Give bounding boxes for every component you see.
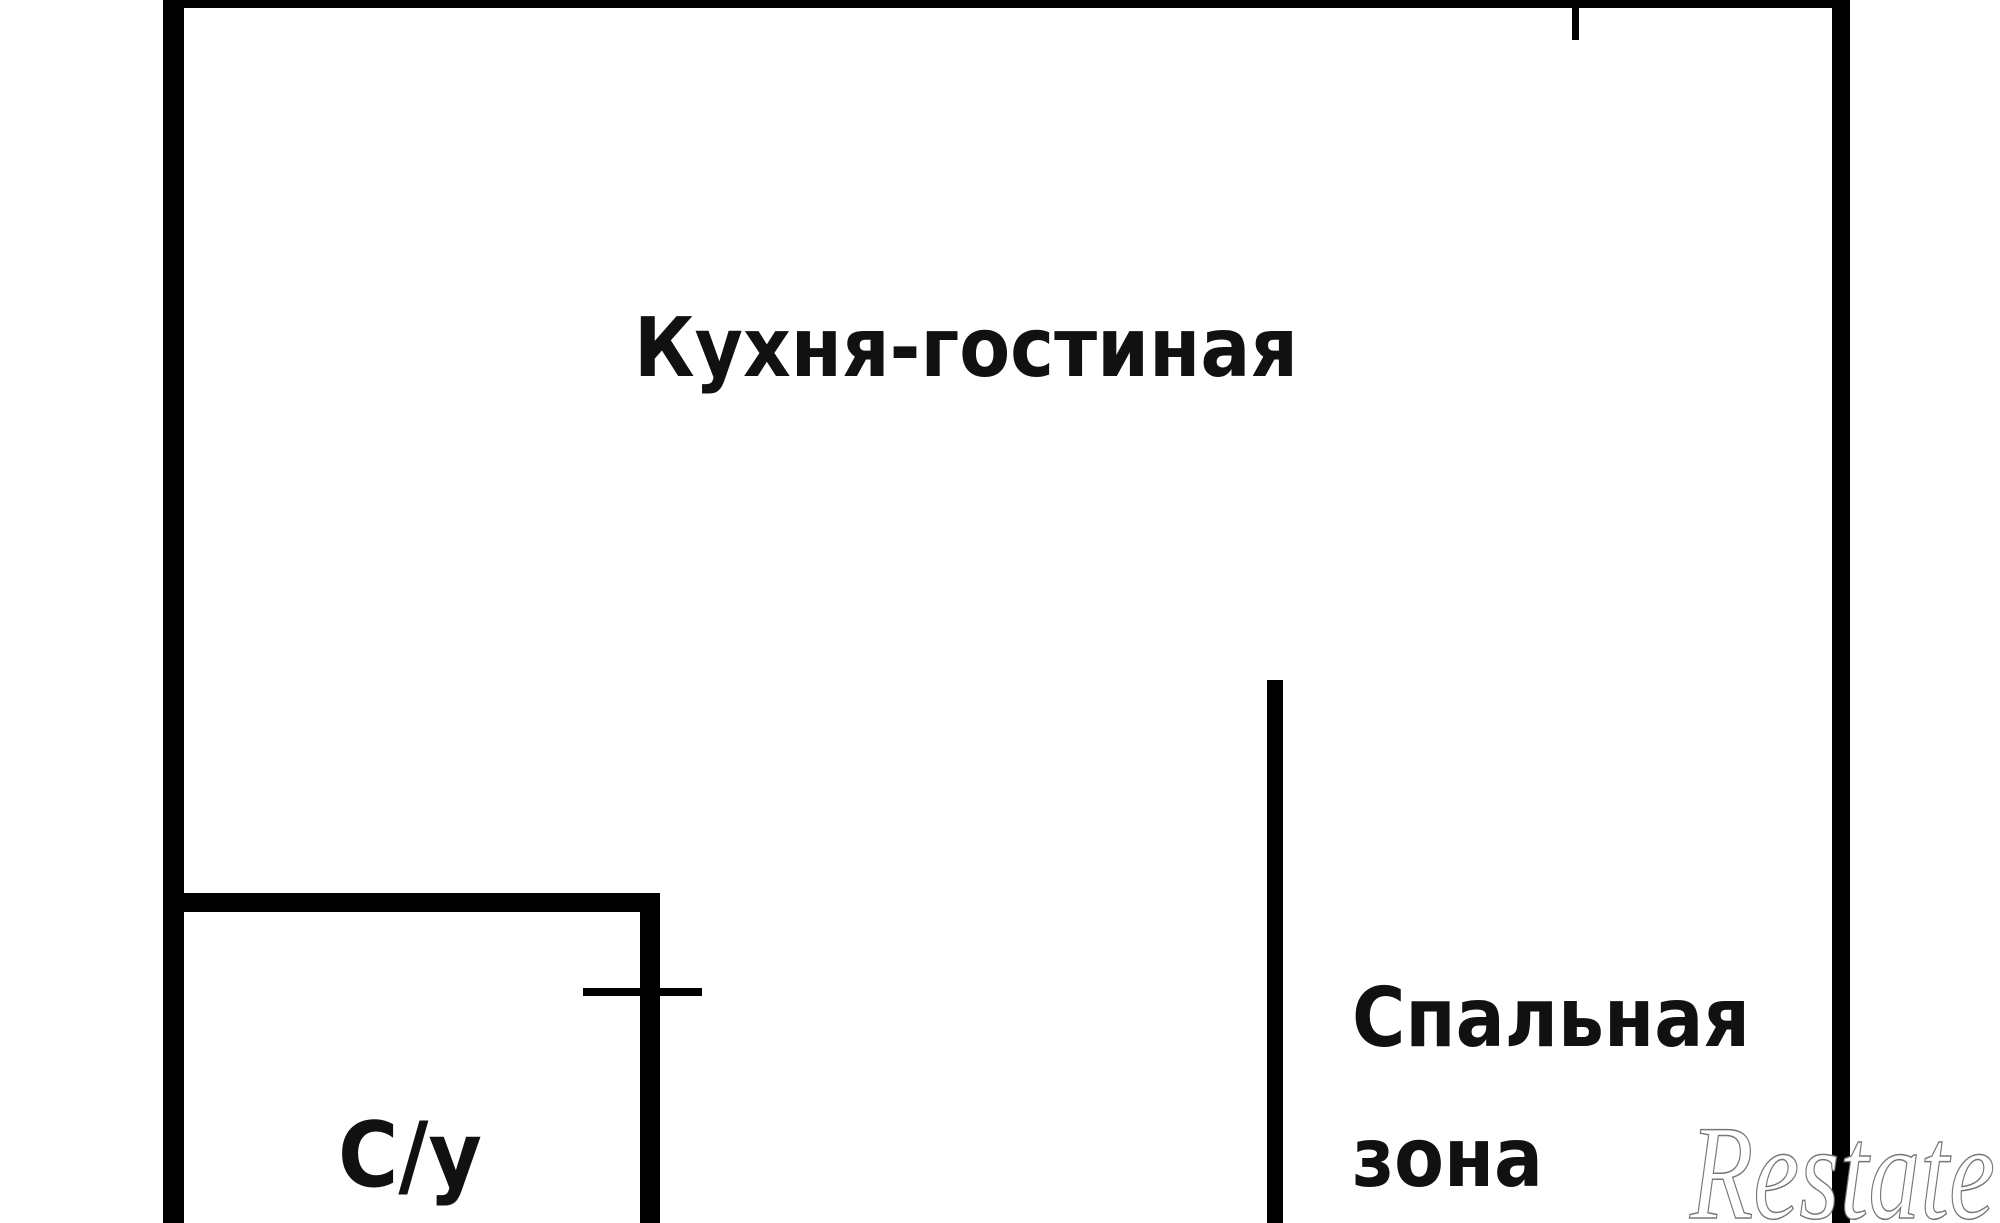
bathroom-top-wall <box>163 893 660 912</box>
top-wall <box>163 0 1850 8</box>
watermark-logo: Restate <box>1689 1099 1995 1223</box>
room-label-bedroom-line2: зона <box>1352 1111 1543 1206</box>
right-wall <box>1832 0 1850 1223</box>
top-door-tick <box>1572 0 1579 40</box>
bathroom-right-wall <box>640 893 660 1223</box>
left-wall <box>163 0 184 1223</box>
room-label-bedroom-line1: Спальная <box>1352 971 1750 1066</box>
bathroom-door-tick <box>583 988 702 996</box>
room-label-living-kitchen: Кухня-гостиная <box>634 301 1298 396</box>
bedroom-partition <box>1267 680 1283 1223</box>
room-label-bathroom: С/у <box>338 1103 482 1208</box>
